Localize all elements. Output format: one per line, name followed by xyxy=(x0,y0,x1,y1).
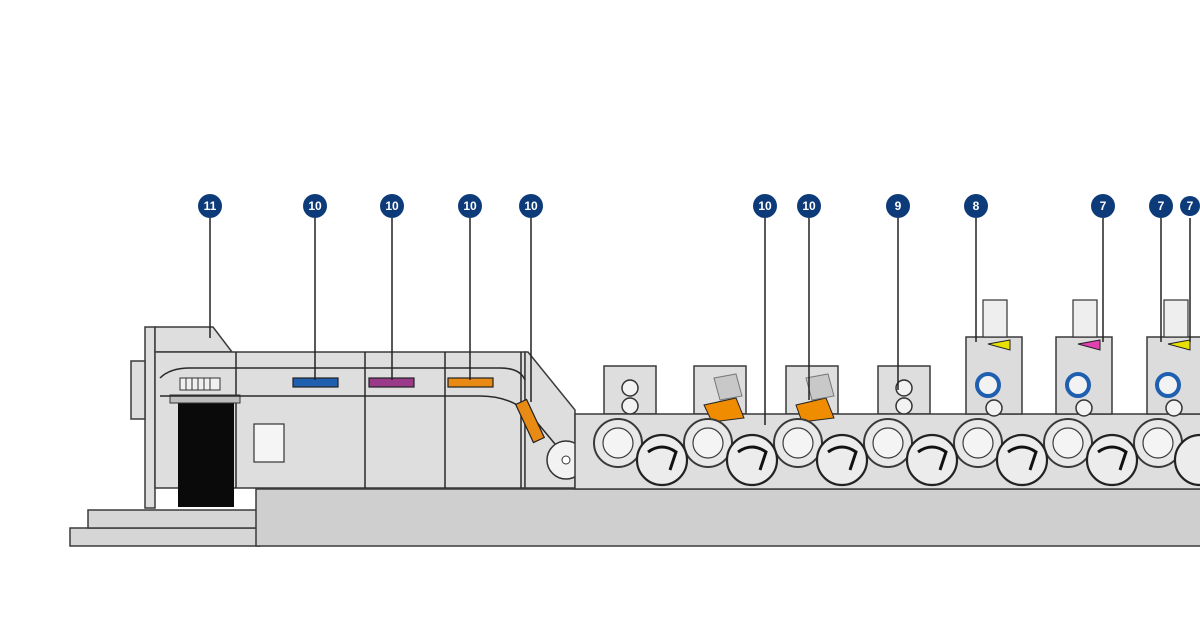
control-panel xyxy=(253,423,285,463)
svg-text:10: 10 xyxy=(758,199,772,213)
transfer-drums xyxy=(635,433,1200,487)
svg-text:9: 9 xyxy=(895,199,902,213)
printing-units xyxy=(574,299,1200,490)
svg-text:10: 10 xyxy=(802,199,816,213)
press-base xyxy=(69,488,1200,547)
svg-text:11: 11 xyxy=(204,199,217,213)
svg-text:8: 8 xyxy=(973,199,980,213)
coater-chamber-2 xyxy=(795,397,835,423)
svg-text:7: 7 xyxy=(1100,199,1107,213)
impression-cylinders xyxy=(593,418,1183,468)
callout-badge: 8 xyxy=(964,194,988,218)
callout-badge: 10 xyxy=(753,194,777,218)
callout-badge: 7 xyxy=(1091,194,1115,218)
callout-badges: 11 10 10 10 10 10 10 9 xyxy=(198,194,1200,218)
ink-fountain-yellow xyxy=(987,339,1011,351)
svg-text:7: 7 xyxy=(1187,199,1194,213)
svg-text:10: 10 xyxy=(308,199,322,213)
callout-badge: 10 xyxy=(458,194,482,218)
callout-badge: 10 xyxy=(797,194,821,218)
delivery-pile xyxy=(178,403,234,507)
svg-text:10: 10 xyxy=(463,199,477,213)
callout-badge: 7 xyxy=(1149,194,1173,218)
delivery-unit xyxy=(130,326,586,509)
svg-text:10: 10 xyxy=(524,199,538,213)
callout-badge: 10 xyxy=(380,194,404,218)
ink-fountain-magenta xyxy=(1077,339,1101,351)
callout-badge: 9 xyxy=(886,194,910,218)
callout-badge: 10 xyxy=(519,194,543,218)
callout-badge: 10 xyxy=(303,194,327,218)
coater-chamber-1 xyxy=(703,397,745,423)
svg-text:10: 10 xyxy=(385,199,399,213)
callout-lines xyxy=(209,218,1191,425)
callout-badge: 7 xyxy=(1180,196,1200,216)
svg-text:7: 7 xyxy=(1158,199,1165,213)
callout-badge: 11 xyxy=(198,194,222,218)
dryer-incline xyxy=(514,398,546,444)
